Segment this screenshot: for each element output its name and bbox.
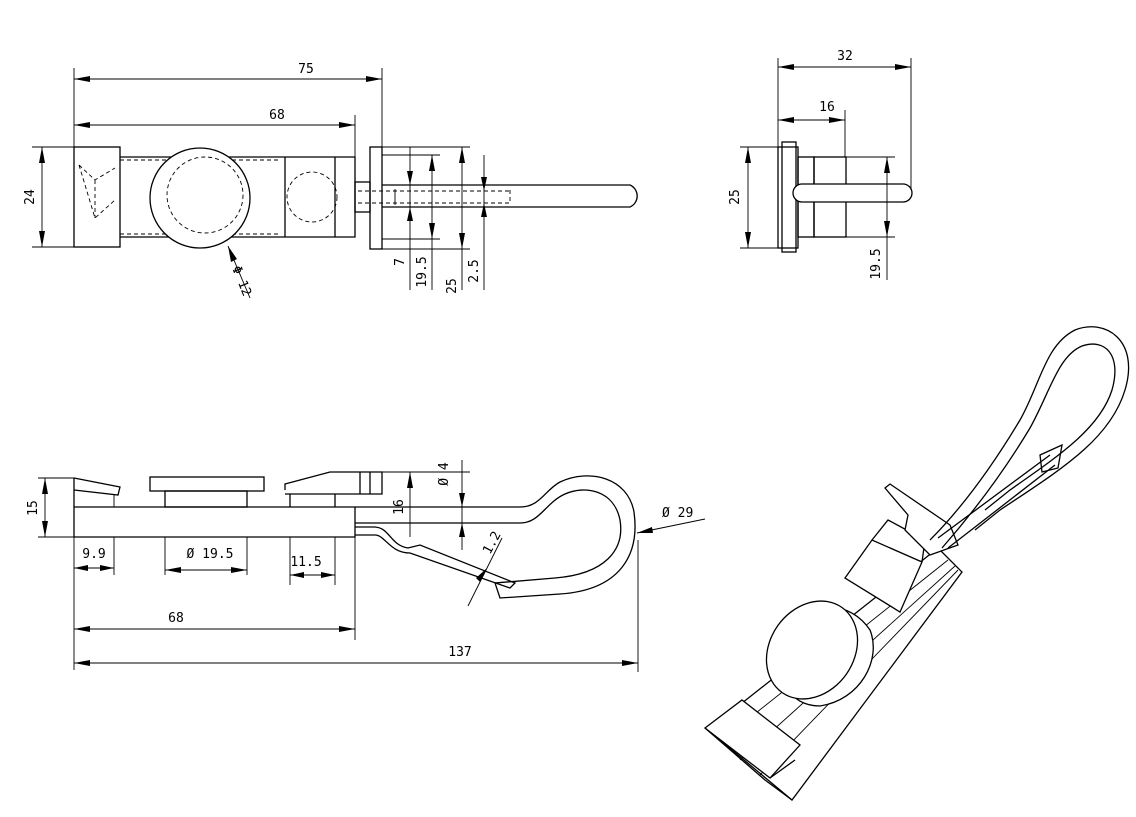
dim-68-top: 68: [168, 611, 184, 626]
top-disc-cap: [149, 476, 265, 492]
dim-137: 137: [448, 645, 471, 660]
side-view: 32 16 25 19.5: [728, 49, 913, 280]
dim-7: 7: [393, 258, 408, 266]
dim-11-5: 11.5: [290, 555, 321, 570]
iso-end-block: [703, 699, 801, 779]
dim-25-front: 25: [445, 278, 460, 294]
top-right-block: [284, 471, 383, 495]
front-flange: [369, 146, 383, 250]
dim-9-9: 9.9: [82, 547, 105, 562]
front-disc: [149, 147, 251, 249]
dim-phi-29: Ø 29: [662, 506, 693, 521]
side-pin: [792, 183, 913, 203]
dim-phi-4: Ø 4: [437, 462, 452, 486]
iso-disc: [765, 600, 859, 700]
front-end-block: [73, 146, 121, 248]
top-spring-loop: [355, 475, 636, 599]
dim-68-front: 68: [269, 108, 285, 123]
dim-24: 24: [23, 189, 38, 205]
dim-19-5-side: 19.5: [869, 248, 884, 279]
front-view: 75 68 24 Φ 12 7 19.5: [23, 62, 638, 299]
dim-phi-19-5: Ø 19.5: [187, 547, 234, 562]
top-view: 15 Ø 4 16 1.2 Ø 29 9.9 Ø 19.5: [26, 460, 706, 672]
dim-15: 15: [26, 500, 41, 516]
dim-32: 32: [837, 49, 853, 64]
dim-16-top: 16: [392, 499, 407, 515]
dim-phi-12: Φ 12: [228, 264, 254, 299]
dim-16: 16: [819, 100, 835, 115]
front-end-hidden: [78, 164, 116, 219]
front-pin: [382, 184, 638, 208]
isometric-view: [703, 326, 1130, 801]
dim-1-2: 1.2: [480, 529, 504, 557]
dim-2-5: 2.5: [467, 259, 482, 282]
top-left-wedge: [73, 477, 121, 496]
iso-spring-loop: [929, 326, 1130, 541]
dim-25-side: 25: [728, 189, 743, 205]
top-lever: [355, 526, 517, 589]
dim-75: 75: [298, 62, 314, 77]
dim-19-5-front: 19.5: [415, 256, 430, 287]
